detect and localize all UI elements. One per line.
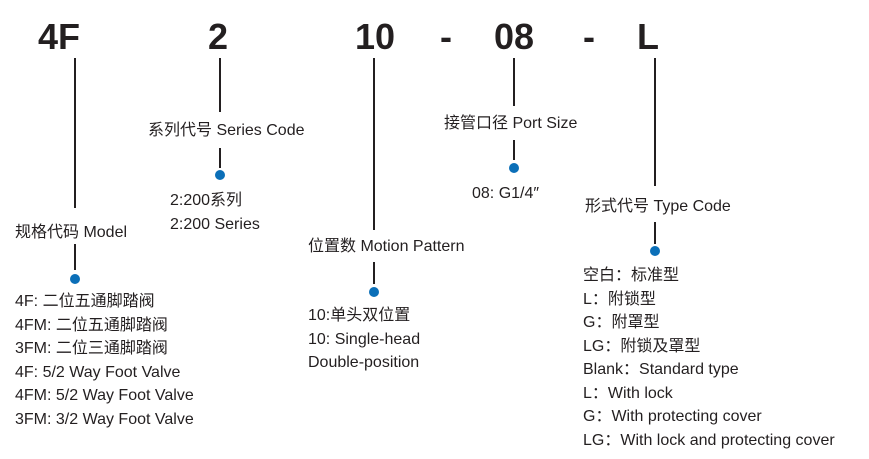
code-dash-2: -: [583, 16, 595, 57]
model-option: 4FM: 5/2 Way Foot Valve: [15, 387, 194, 404]
port-option: 08: G1/4″: [472, 185, 540, 202]
series-options: 2:200系列 2:200 Series: [170, 189, 260, 236]
code-series: 2: [208, 16, 229, 57]
model-options: 4F: 二位五通脚踏阀 4FM: 二位五通脚踏阀 3FM: 二位三通脚踏阀 4F…: [15, 290, 194, 431]
motion-option: 10: Single-head: [308, 330, 421, 348]
code-motion: 10: [355, 16, 396, 57]
motion-option: Double-position: [308, 354, 420, 371]
motion-label: 位置数 Motion Pattern: [308, 238, 465, 255]
dot-port: [509, 163, 519, 173]
motion-options: 10:单头双位置 10: Single-head Double-position: [308, 304, 420, 375]
type-option: 空白：标准型: [583, 267, 680, 284]
dot-series: [215, 170, 225, 180]
type-options: 空白：标准型 L：附锁型 G：附罩型 LG：附锁及罩型 Blank：Standa…: [583, 264, 835, 452]
type-option: G：附罩型: [583, 314, 660, 331]
series-option: 2:200 Series: [170, 215, 260, 233]
dot-type: [650, 246, 660, 256]
model-label: 规格代码 Model: [15, 224, 128, 241]
type-option: G：With protecting cover: [583, 408, 762, 425]
model-option: 3FM: 3/2 Way Foot Valve: [15, 410, 194, 428]
port-label: 接管口径 Port Size: [444, 115, 578, 132]
model-option: 3FM: 二位三通脚踏阀: [15, 340, 168, 357]
dot-model: [70, 274, 80, 284]
code-port: 08: [494, 16, 535, 57]
type-label: 形式代号 Type Code: [585, 198, 731, 215]
model-option: 4FM: 二位五通脚踏阀: [15, 316, 168, 334]
code-model: 4F: [38, 16, 81, 57]
series-option: 2:200系列: [170, 192, 243, 209]
motion-option: 10:单头双位置: [308, 307, 411, 324]
type-option: LG：With lock and protecting cover: [583, 431, 835, 449]
code-type: L: [637, 16, 659, 57]
type-option: LG：附锁及罩型: [583, 337, 701, 355]
model-option: 4F: 5/2 Way Foot Valve: [15, 363, 181, 381]
code-dash-1: -: [440, 16, 452, 57]
type-option: L：附锁型: [583, 290, 656, 308]
type-option: Blank：Standard type: [583, 361, 739, 378]
model-option: 4F: 二位五通脚踏阀: [15, 293, 155, 310]
type-option: L：With lock: [583, 384, 673, 402]
dot-motion: [369, 287, 379, 297]
port-options: 08: G1/4″: [472, 182, 539, 206]
series-label: 系列代号 Series Code: [148, 122, 305, 139]
